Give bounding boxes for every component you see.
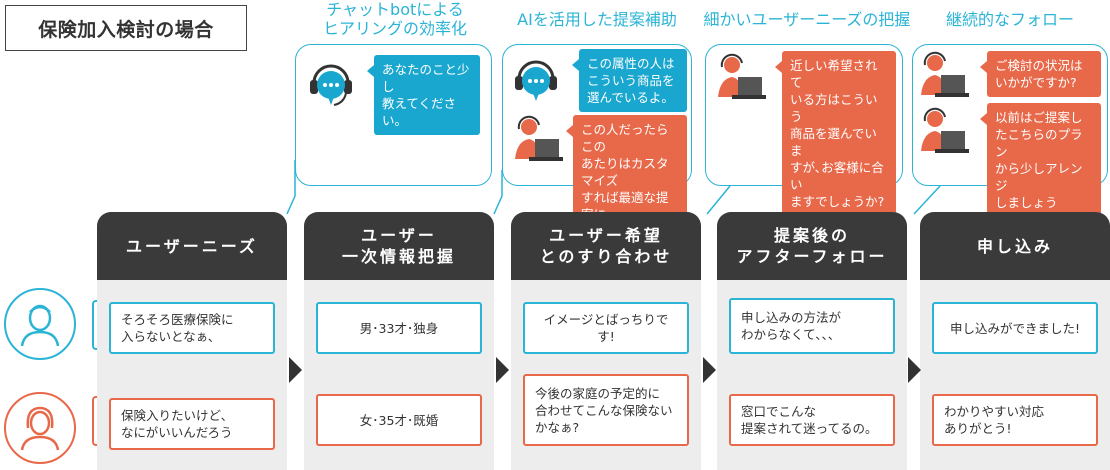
step-card-female: 窓口でこんな 提案されて迷ってるの｡ xyxy=(729,394,895,446)
step-column-user-needs: ユーザーニーズ そろそろ医療保険に 入らないとなぁ､ 保険入りたいけど､ なにが… xyxy=(97,212,287,470)
flow-arrow-icon xyxy=(703,357,716,383)
callout-ai: この属性の人は こういう商品を 選んでいるよ。 この人だったらこの あたりはカス… xyxy=(502,44,692,246)
step-card-male: そろそろ医療保険に 入らないとなぁ､ xyxy=(109,302,275,354)
speech-bubble: ご検討の状況は いかがですか? xyxy=(980,51,1101,97)
step-header: 申し込み xyxy=(920,212,1110,280)
female-user-avatar xyxy=(4,392,76,464)
female-user-icon xyxy=(20,406,60,451)
callout-heading-needs: 細かいユーザーニーズの把握 xyxy=(703,10,911,29)
callout-follow: ご検討の状況は いかがですか? 以前はご提案し たこちらのプラン から少しアレン… xyxy=(912,44,1108,217)
step-column-apply: 申し込み 申し込みができました! わかりやすい対応 ありがとう! xyxy=(920,212,1110,470)
male-user-avatar xyxy=(4,288,76,360)
male-user-icon xyxy=(20,304,60,347)
step-card-male: 申し込みの方法が わからなくて､､､ xyxy=(729,298,895,354)
step-card-female: 女･35才･既婚 xyxy=(316,394,482,446)
speech-bubble: この属性の人は こういう商品を 選んでいるよ。 xyxy=(572,49,687,112)
callout-heading-ai: AIを活用した提案補助 xyxy=(517,10,677,29)
speech-bubble: 近しい希望されて いる方はこういう 商品を選んでいま すが､お客様に合い ますで… xyxy=(775,51,896,216)
step-card-male: 申し込みができました! xyxy=(932,302,1098,354)
step-card-male: イメージとばっちりです! xyxy=(523,302,689,354)
step-column-matching: ユーザー希望 とのすり合わせ イメージとばっちりです! 今後の家庭の予定的に 合… xyxy=(511,212,701,470)
operator-laptop-icon xyxy=(917,51,969,105)
callout-heading-follow: 継続的なフォロー xyxy=(945,10,1074,29)
step-header: 提案後の アフターフォロー xyxy=(717,212,907,280)
chatbot-headset-icon xyxy=(306,55,356,117)
operator-laptop-icon xyxy=(917,107,969,161)
speech-bubble: あなたのこと少し 教えてください。 xyxy=(367,55,480,135)
step-card-female: 保険入りたいけど､ なにがいいんだろう xyxy=(109,398,275,450)
operator-laptop-icon xyxy=(511,115,563,169)
callout-chatbot: あなたのこと少し 教えてください。 xyxy=(295,44,492,186)
page-title: 保険加入検討の場合 xyxy=(5,5,247,51)
chatbot-headset-icon xyxy=(511,51,561,113)
flow-arrow-icon xyxy=(908,357,921,383)
flow-arrow-icon xyxy=(289,357,302,383)
step-card-female: わかりやすい対応 ありがとう! xyxy=(932,394,1098,446)
callout-needs: 近しい希望されて いる方はこういう 商品を選んでいま すが､お客様に合い ますで… xyxy=(705,44,903,216)
step-header: ユーザー希望 とのすり合わせ xyxy=(511,212,701,280)
step-card-male: 男･33才･独身 xyxy=(316,302,482,354)
step-header: ユーザー 一次情報把握 xyxy=(304,212,494,280)
flow-arrow-icon xyxy=(496,357,509,383)
step-card-female: 今後の家庭の予定的に 合わせてこんな保険ない かなぁ? xyxy=(523,374,689,446)
step-column-after-follow: 提案後の アフターフォロー 申し込みの方法が わからなくて､､､ 窓口でこんな … xyxy=(717,212,907,470)
step-column-primary-info: ユーザー 一次情報把握 男･33才･独身 女･35才･既婚 xyxy=(304,212,494,470)
operator-laptop-icon xyxy=(714,53,766,107)
callout-heading-chatbot: チャットbotによる ヒアリングの効率化 xyxy=(322,0,467,38)
step-header: ユーザーニーズ xyxy=(97,212,287,280)
speech-bubble: 以前はご提案し たこちらのプラン から少しアレンジ しましょう xyxy=(980,103,1101,217)
